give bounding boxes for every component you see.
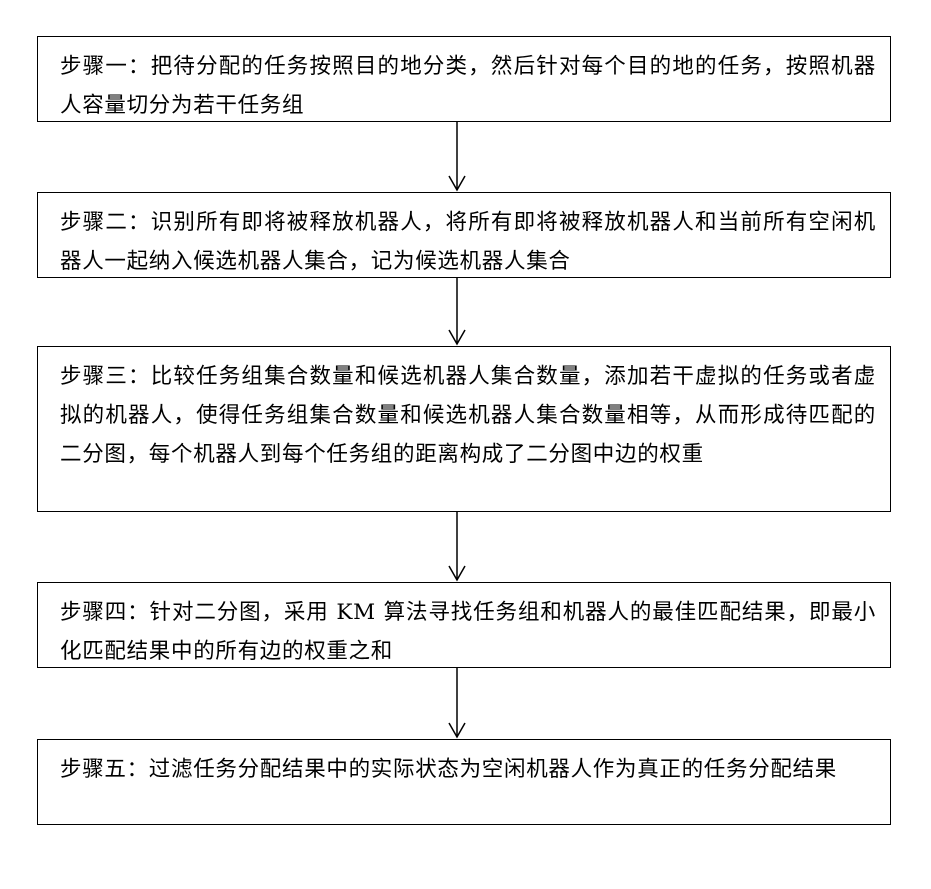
step-1-box: 步骤一：把待分配的任务按照目的地分类，然后针对每个目的地的任务，按照机器人容量切… (37, 36, 891, 122)
step-3-text: 步骤三：比较任务组集合数量和候选机器人集合数量，添加若干虚拟的任务或者虚拟的机器… (60, 364, 876, 467)
step-4-box: 步骤四：针对二分图，采用 KM 算法寻找任务组和机器人的最佳匹配结果，即最小化匹… (37, 582, 891, 668)
step-5-text: 步骤五：过滤任务分配结果中的实际状态为空闲机器人作为真正的任务分配结果 (60, 757, 837, 782)
arrow-down-icon (443, 122, 471, 192)
step-4-text: 步骤四：针对二分图，采用 KM 算法寻找任务组和机器人的最佳匹配结果，即最小化匹… (60, 600, 876, 664)
step-5-box: 步骤五：过滤任务分配结果中的实际状态为空闲机器人作为真正的任务分配结果 (37, 739, 891, 825)
step-2-box: 步骤二：识别所有即将被释放机器人，将所有即将被释放机器人和当前所有空闲机器人一起… (37, 192, 891, 278)
step-2-text: 步骤二：识别所有即将被释放机器人，将所有即将被释放机器人和当前所有空闲机器人一起… (60, 210, 876, 274)
step-3-box: 步骤三：比较任务组集合数量和候选机器人集合数量，添加若干虚拟的任务或者虚拟的机器… (37, 346, 891, 512)
step-1-text: 步骤一：把待分配的任务按照目的地分类，然后针对每个目的地的任务，按照机器人容量切… (60, 54, 876, 118)
arrow-down-icon (443, 668, 471, 739)
arrow-down-icon (443, 278, 471, 346)
arrow-down-icon (443, 512, 471, 582)
